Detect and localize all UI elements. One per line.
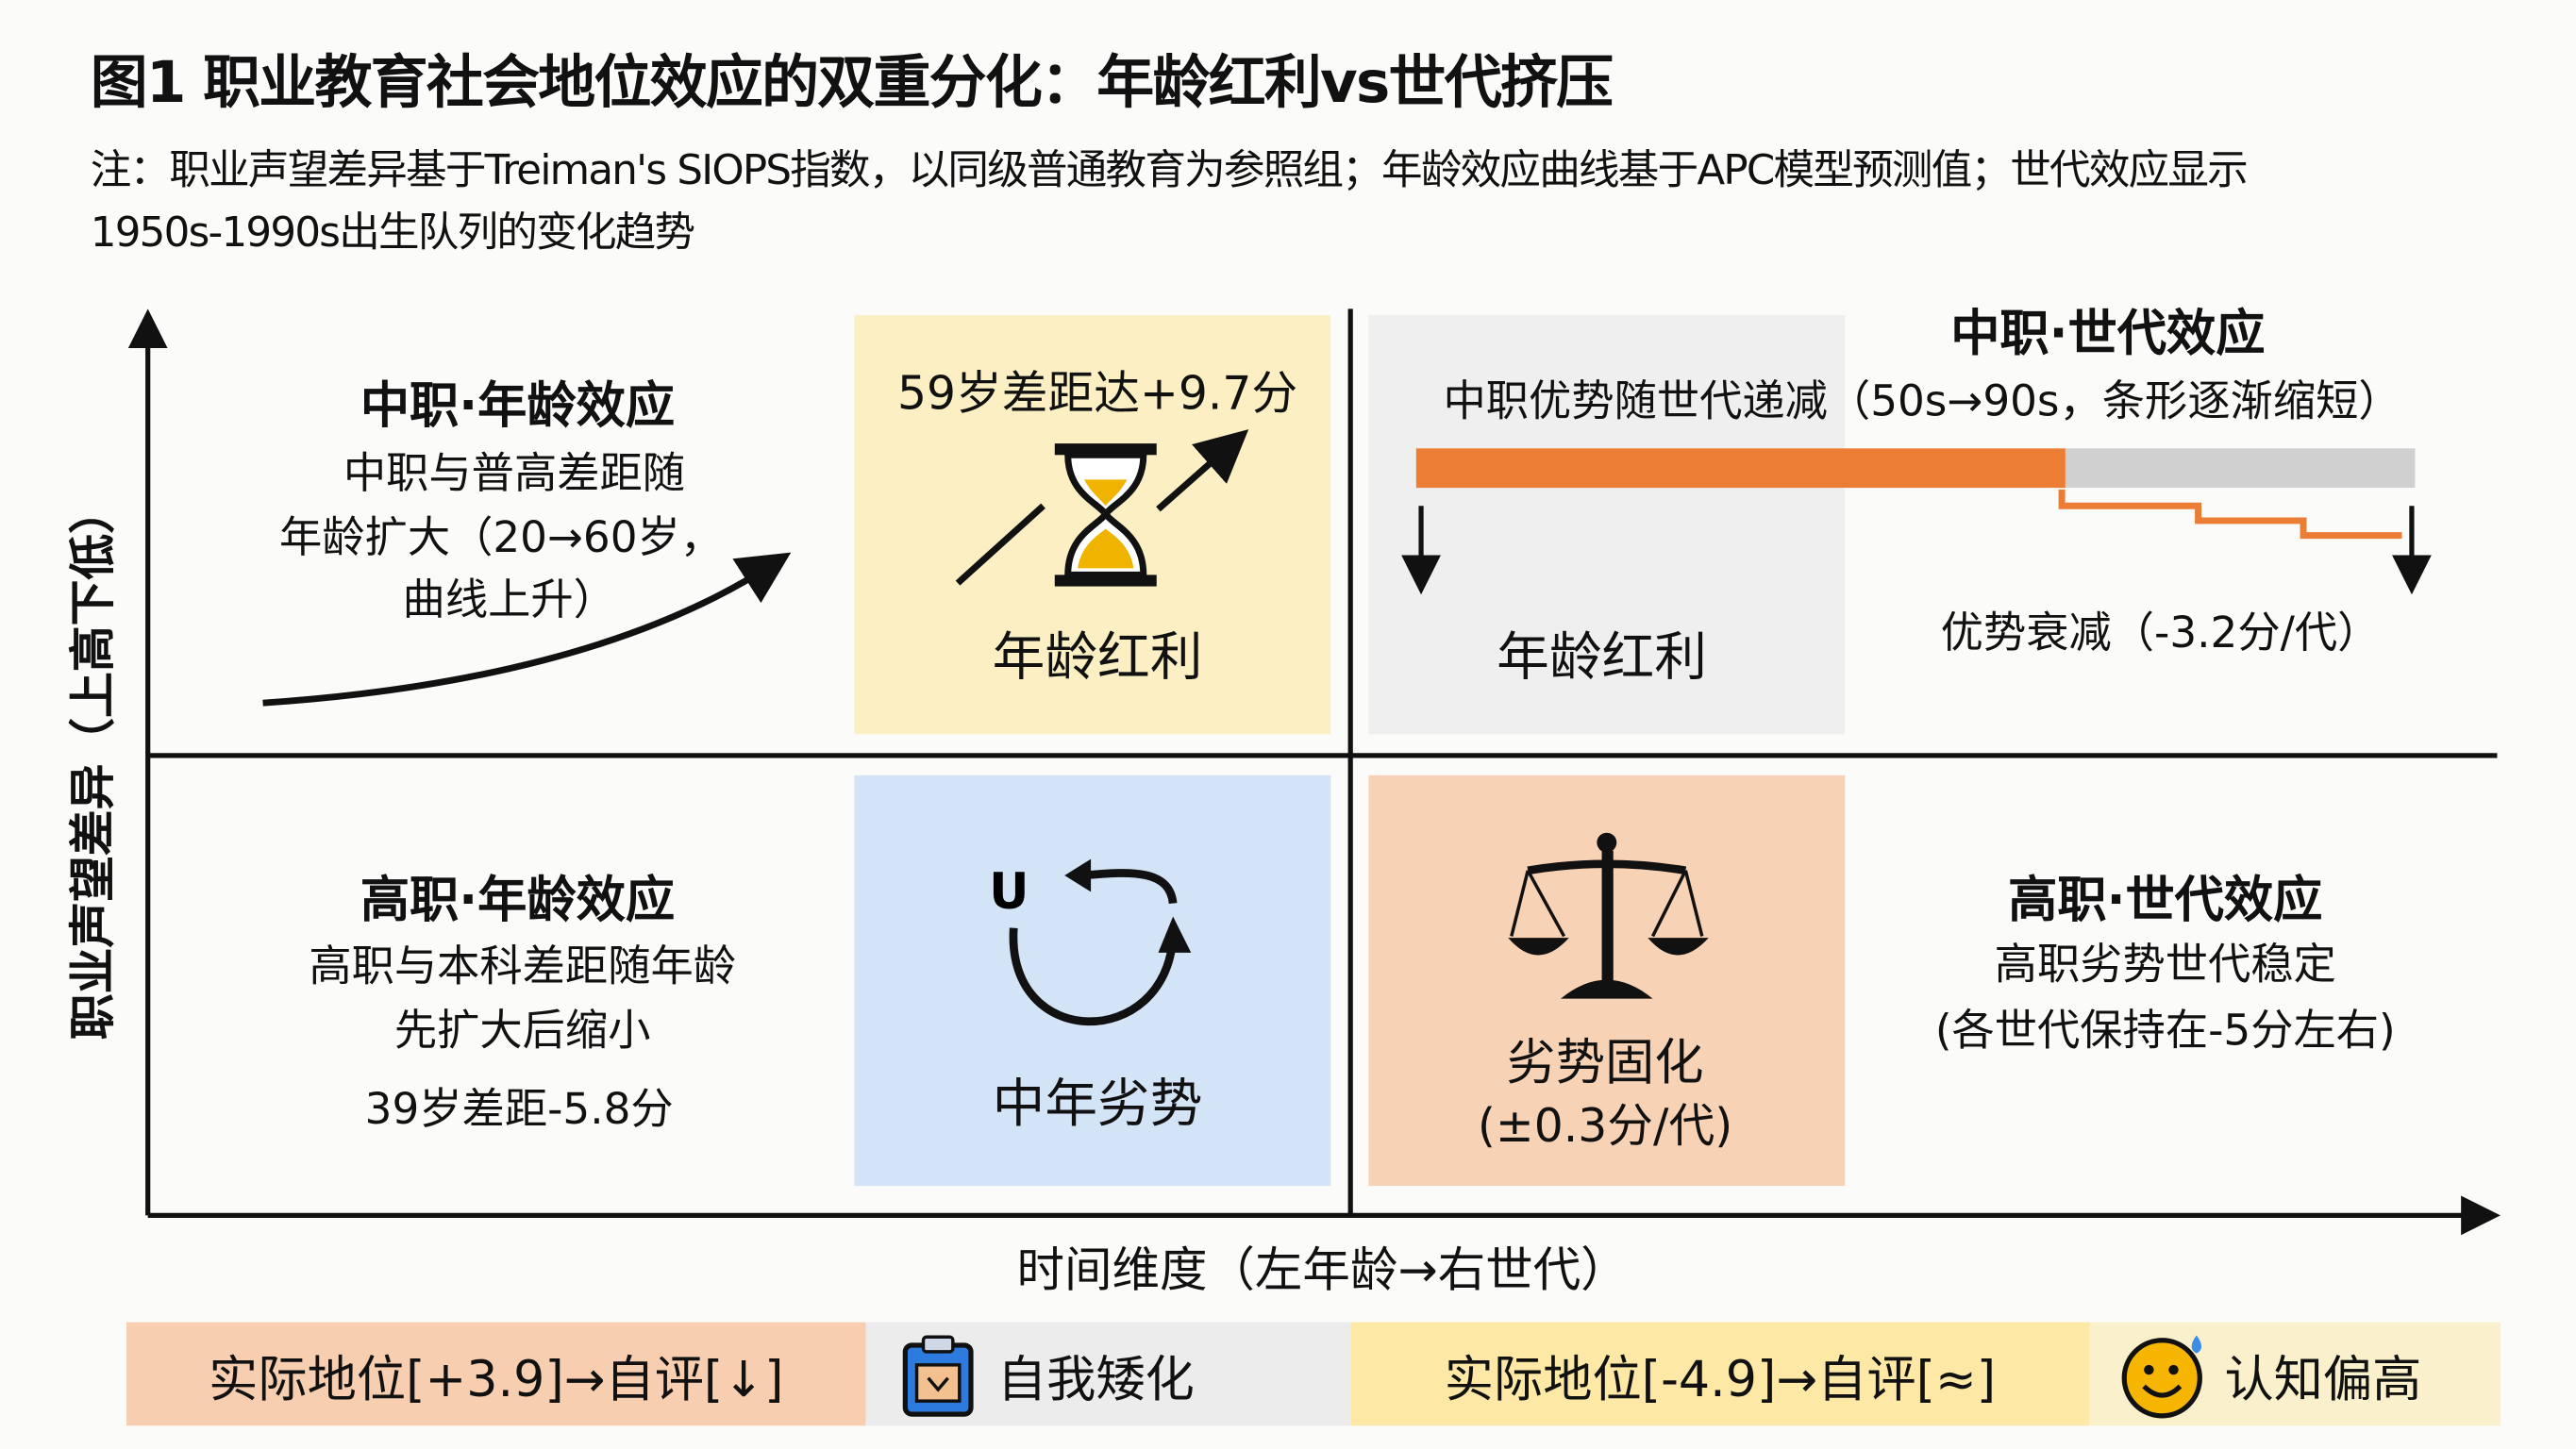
y-axis-label: 职业声望差异（上高下低） bbox=[65, 488, 121, 1041]
solidify-sub: (±0.3分/代) bbox=[1477, 1098, 1733, 1154]
legend-item-overestimate: 认知偏高 bbox=[2089, 1322, 2501, 1426]
step-decline-line bbox=[2058, 489, 2402, 540]
generation-bar-orange bbox=[1415, 448, 2066, 489]
midlife-disadvantage-box bbox=[854, 774, 1331, 1187]
age-bonus-gray-caption: 年龄红利 bbox=[1497, 625, 1708, 689]
u-letter: U bbox=[989, 864, 1029, 921]
balance-scale-icon bbox=[1508, 832, 1709, 999]
br-line: (各世代保持在-5分左右) bbox=[1934, 1007, 2396, 1057]
midlife-caption: 中年劣势 bbox=[992, 1072, 1203, 1136]
note-line-1: 注：职业声望差异基于Treiman's SIOPS指数，以同级普通教育为参照组；… bbox=[90, 145, 2249, 194]
br-heading: 高职·世代效应 bbox=[2008, 872, 2323, 930]
generation-bar-track bbox=[2065, 448, 2416, 489]
tl-line: 曲线上升） bbox=[402, 576, 616, 626]
solidify-caption: 劣势固化 bbox=[1506, 1034, 1704, 1092]
bl-value: 39岁差距-5.8分 bbox=[364, 1085, 674, 1136]
rising-curve-arrow-icon bbox=[262, 552, 792, 707]
legend-item-self-belittle: 自我矮化 bbox=[865, 1322, 1351, 1426]
bl-heading: 高职·年龄效应 bbox=[360, 872, 676, 930]
age-bonus-gray-box bbox=[1368, 315, 1846, 735]
hourglass-icon bbox=[955, 429, 1249, 587]
age-bonus-caption: 年龄红利 bbox=[992, 625, 1203, 689]
page-title: 图1 职业教育社会地位效应的双重分化：年龄红利vs世代挤压 bbox=[90, 50, 1614, 117]
tl-line: 年龄扩大（20→60岁， bbox=[279, 513, 724, 564]
legend-label: 实际地位[-4.9]→自评[≈] bbox=[1444, 1351, 1997, 1408]
bl-line: 先扩大后缩小 bbox=[393, 1007, 651, 1057]
age-gap-label: 59岁差距达+9.7分 bbox=[896, 366, 1298, 421]
legend-item-actual-plus: 实际地位[+3.9]→自评[↓] bbox=[126, 1322, 866, 1426]
tr-subtitle: 中职优势随世代递减（50s→90s，条形逐渐缩短） bbox=[1443, 377, 2401, 427]
legend-label: 实际地位[+3.9]→自评[↓] bbox=[209, 1351, 784, 1408]
tr-heading: 中职·世代效应 bbox=[1950, 305, 2266, 363]
clipboard-check-icon bbox=[902, 1334, 974, 1416]
bl-line: 高职与本科差距随年龄 bbox=[309, 942, 737, 992]
decline-label: 优势衰减（-3.2分/代） bbox=[1940, 608, 2381, 659]
legend-label: 认知偏高 bbox=[2224, 1351, 2422, 1408]
note-line-2: 1950s-1990s出生队列的变化趋势 bbox=[90, 208, 695, 257]
tl-heading: 中职·年龄效应 bbox=[360, 377, 676, 436]
legend-item-actual-minus: 实际地位[-4.9]→自评[≈] bbox=[1350, 1322, 2090, 1426]
legend-label: 自我矮化 bbox=[996, 1351, 1195, 1408]
x-axis-label: 时间维度（左年龄→右世代） bbox=[1016, 1241, 1629, 1298]
tl-line: 中职与普高差距随 bbox=[343, 450, 686, 500]
br-line: 高职劣势世代稳定 bbox=[1994, 941, 2336, 991]
smiley-face-icon bbox=[2121, 1334, 2202, 1418]
u-turn-icon bbox=[1009, 858, 1192, 1026]
